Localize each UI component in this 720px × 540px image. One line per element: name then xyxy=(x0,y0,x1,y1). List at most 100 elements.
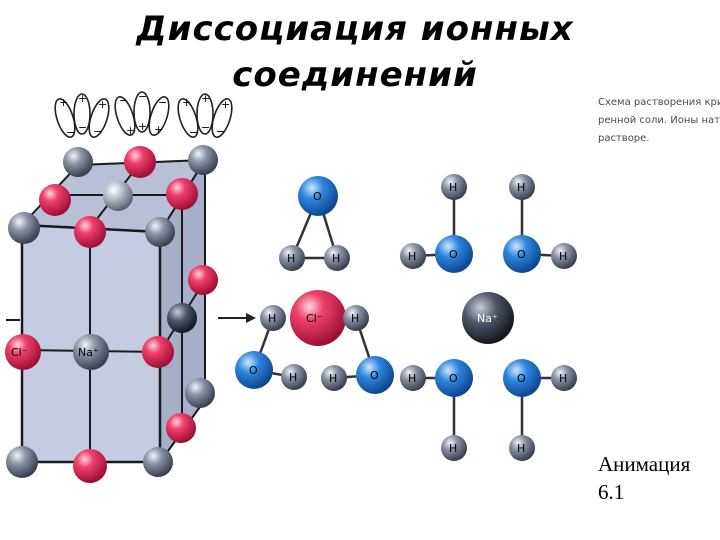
oxygen-atom xyxy=(503,359,541,397)
lattice-sodium-ion xyxy=(63,147,93,177)
dipole-sign: − xyxy=(93,125,102,138)
crystal-ions xyxy=(5,145,218,483)
hydrogen-atom xyxy=(400,243,426,269)
hydrogen-label: H xyxy=(329,372,337,385)
lattice-sodium-ion xyxy=(185,378,215,408)
hydrogen-atom xyxy=(260,305,286,331)
crystal-lattice: Cl⁻ Na⁺ xyxy=(5,145,218,483)
lattice-chloride-ion xyxy=(188,265,218,295)
oxygen-label: O xyxy=(370,369,379,382)
lattice-chloride-ion xyxy=(74,216,106,248)
hydrogen-label: H xyxy=(517,181,525,194)
oxygen-label: O xyxy=(449,372,458,385)
lattice-sodium-ion xyxy=(73,334,109,370)
lattice-sodium-ion xyxy=(143,447,173,477)
hydrated-chloride-ion: O H H Cl⁻ H H O H H O xyxy=(235,176,394,394)
hydrogen-label: H xyxy=(408,250,416,263)
dipole-sign: − xyxy=(216,125,225,138)
dipole-charge-signs: + − + − + − − + − + − + + − + − + − xyxy=(59,90,230,139)
caption-line-3: растворе. xyxy=(598,133,650,144)
hydrogen-label: H xyxy=(517,442,525,455)
oxygen-atom xyxy=(298,176,338,216)
lattice-chloride-ion xyxy=(5,334,41,370)
crystal-sodium-label: Na⁺ xyxy=(78,346,99,359)
dipole-sign: − xyxy=(158,96,167,109)
animation-reference: Анимация 6.1 xyxy=(598,450,690,506)
dipole-sign: + xyxy=(201,92,210,105)
hydrogen-label: H xyxy=(268,312,276,325)
dipole-sign: − xyxy=(189,126,198,139)
hydrogen-atom xyxy=(551,365,577,391)
lattice-chloride-ion xyxy=(166,178,198,210)
hydrogen-label: H xyxy=(559,250,567,263)
hydrogen-atom xyxy=(324,245,350,271)
hydrogen-label: H xyxy=(408,372,416,385)
oxygen-atom xyxy=(435,235,473,273)
dipole-sign: + xyxy=(78,92,87,105)
dipole-sign: − xyxy=(138,90,147,103)
oxygen-atom xyxy=(435,359,473,397)
dipole-sign: − xyxy=(119,94,128,107)
oxygen-atom xyxy=(356,356,394,394)
hydrogen-atom xyxy=(441,435,467,461)
lattice-chloride-ion xyxy=(39,184,71,216)
lattice-chloride-ion xyxy=(73,449,107,483)
caption-line-2: ренной соли. Ионы натр xyxy=(598,115,720,126)
hydrogen-atom xyxy=(343,305,369,331)
lattice-sodium-ion xyxy=(145,217,175,247)
oxygen-atom xyxy=(235,351,273,389)
hydrogen-atom xyxy=(551,243,577,269)
dipole-sign: − xyxy=(78,121,87,134)
lattice-sodium-ion xyxy=(6,446,38,478)
hydrogen-label: H xyxy=(449,442,457,455)
lattice-chloride-ion xyxy=(142,336,174,368)
crystal-chloride-label: Cl⁻ xyxy=(11,346,28,359)
hydrogen-label: H xyxy=(559,372,567,385)
dipole-sign: − xyxy=(201,121,210,134)
lattice-sodium-ion xyxy=(188,145,218,175)
title-line-1: Диссоциация ионных xyxy=(136,9,574,49)
water-dipole xyxy=(114,96,136,136)
oxygen-label: O xyxy=(249,364,258,377)
water-dipole xyxy=(133,91,151,133)
water-dipole xyxy=(73,93,91,135)
hydrogen-label: H xyxy=(351,312,359,325)
slide-title: Диссоциация ионных соединений xyxy=(95,6,615,98)
lattice-sodium-ion xyxy=(8,212,40,244)
lattice-chloride-ion xyxy=(124,146,156,178)
lattice-sodium-ion xyxy=(167,303,197,333)
dipole-sign: + xyxy=(126,124,135,137)
hydrogen-atom xyxy=(400,365,426,391)
animation-label: Анимация xyxy=(598,452,691,476)
dipole-sign: + xyxy=(182,96,191,109)
dipole-sign: + xyxy=(154,123,163,136)
hydrogen-atom xyxy=(279,245,305,271)
water-dipoles xyxy=(54,91,233,138)
water-dipole xyxy=(211,98,233,138)
lattice-sodium-ion xyxy=(103,181,133,211)
oxygen-label: O xyxy=(449,248,458,261)
title-line-2: соединений xyxy=(232,55,478,95)
dipole-sign: + xyxy=(59,96,68,109)
oxygen-label: O xyxy=(517,248,526,261)
hydrogen-atom xyxy=(321,365,347,391)
sodium-label: Na⁺ xyxy=(477,312,498,325)
chloride-label: Cl⁻ xyxy=(306,312,323,325)
water-dipole xyxy=(88,98,110,138)
hydrogen-atom xyxy=(509,435,535,461)
hydrogen-atom xyxy=(281,364,307,390)
water-dipole xyxy=(177,98,199,138)
chloride-ion xyxy=(290,290,346,346)
dipole-sign: − xyxy=(66,126,75,139)
hydrogen-atom xyxy=(509,174,535,200)
hydrogen-label: H xyxy=(449,181,457,194)
water-dipole xyxy=(54,98,76,138)
hydrated-sodium-ion: H H O O H H Na⁺ O O H H H H xyxy=(400,174,577,461)
figure-caption: Схема растворения кри ренной соли. Ионы … xyxy=(598,94,720,148)
water-dipole xyxy=(148,96,170,136)
water-dipole xyxy=(196,93,214,135)
dipole-sign: + xyxy=(221,98,230,111)
sodium-ion xyxy=(462,292,514,344)
dipole-sign: + xyxy=(98,98,107,111)
